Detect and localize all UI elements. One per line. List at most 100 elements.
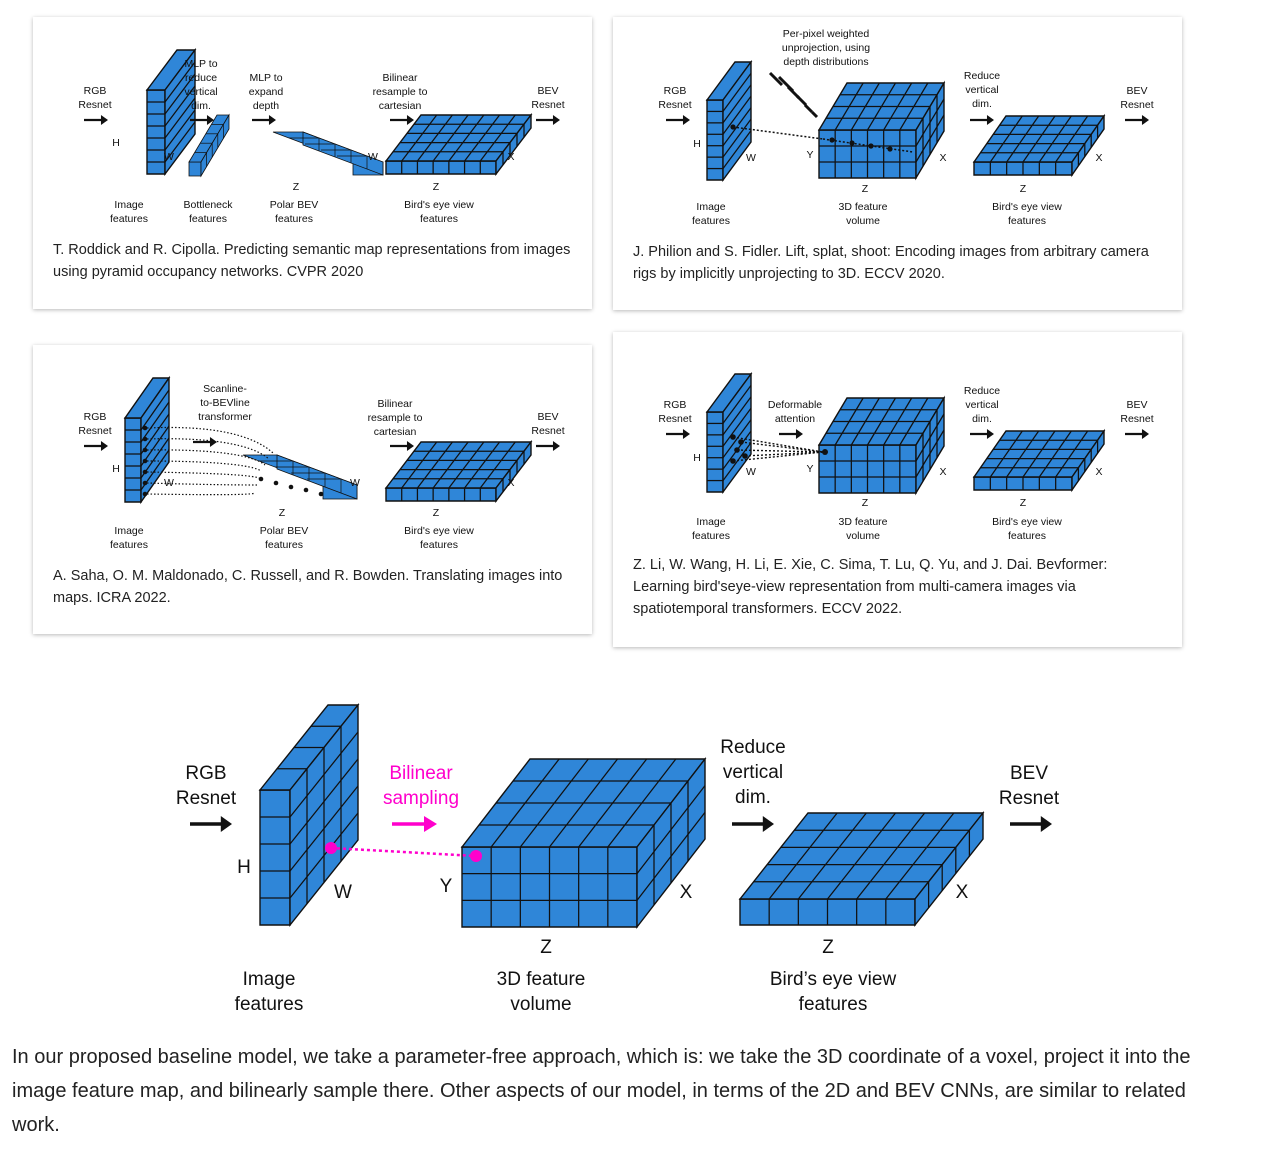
axis-w: W xyxy=(334,882,352,903)
label-bev: BEV xyxy=(537,411,558,423)
axis-z-bev: Z xyxy=(1020,497,1027,509)
axis-z-bev: Z xyxy=(822,937,834,958)
arrow-icon xyxy=(190,815,232,833)
axis-h: H xyxy=(693,452,701,464)
caption-bottleneck-2: features xyxy=(189,213,227,225)
axis-x: X xyxy=(507,151,514,163)
label-mlp-reduce-4: dim. xyxy=(191,100,211,112)
caption-feature-volume: 3D feature xyxy=(838,201,887,213)
description-paragraph: In our proposed baseline model, we take … xyxy=(12,1046,1191,1136)
proposed-baseline-diagram: RGB Resnet Bilinear sampling Reduce vert… xyxy=(176,703,1060,1015)
sample-point-image xyxy=(325,842,337,854)
card-philion: RGB Resnet Per-pixel weighted unprojecti… xyxy=(613,17,1182,310)
image-feature-block xyxy=(258,703,360,927)
axis-x-volume: X xyxy=(680,882,693,903)
label-bilinear-2: resample to xyxy=(368,412,423,424)
label-bev-resnet: Resnet xyxy=(1120,413,1153,425)
image-feature-block xyxy=(705,59,753,183)
caption-polar-bev: Polar BEV xyxy=(260,525,308,537)
caption-feature-volume-2: volume xyxy=(846,530,880,542)
diagram-saha: RGB Resnet Scanline- to-BEVline transfor… xyxy=(78,375,565,551)
label-reduce-3: dim. xyxy=(972,413,992,425)
label-bev: BEV xyxy=(537,85,558,97)
arrow-icon xyxy=(190,114,214,126)
caption-bev: Bird’s eye view xyxy=(770,969,897,990)
caption-image-features-2: features xyxy=(110,539,148,551)
axis-h: H xyxy=(237,857,251,878)
axis-w: W xyxy=(164,151,174,163)
bev-block xyxy=(972,428,1106,493)
label-mlp-expand: MLP to xyxy=(249,72,282,84)
citation-li: Z. Li, W. Wang, H. Li, E. Xie, C. Sima, … xyxy=(633,557,1108,617)
caption-polar-bev-2: features xyxy=(265,539,303,551)
caption-polar-bev: Polar BEV xyxy=(270,199,318,211)
label-mlp-reduce-3: vertical xyxy=(184,86,217,98)
axis-y: Y xyxy=(440,876,453,897)
label-reduce-2: vertical xyxy=(965,399,998,411)
polar-bev-block xyxy=(242,454,358,500)
arrow-icon xyxy=(84,114,108,126)
axis-h: H xyxy=(112,463,120,475)
bev-block xyxy=(738,810,985,928)
label-rgb: RGB xyxy=(664,399,687,411)
caption-image-features: Image xyxy=(243,969,296,990)
label-mlp-reduce-2: reduce xyxy=(185,72,217,84)
arrow-icon xyxy=(1125,428,1149,440)
axis-x: X xyxy=(507,477,514,489)
label-mlp-reduce: MLP to xyxy=(184,58,217,70)
arrow-icon xyxy=(536,440,560,452)
caption-image-features: Image xyxy=(114,525,143,537)
axis-w: W xyxy=(164,477,174,489)
label-sampling: sampling xyxy=(383,788,459,809)
axis-z-bev: Z xyxy=(433,507,440,519)
axis-x-volume: X xyxy=(939,466,946,478)
label-scanline-2: to-BEVline xyxy=(200,397,250,409)
caption-bev: Bird's eye view xyxy=(992,516,1062,528)
label-bilinear-3: cartesian xyxy=(374,426,417,438)
label-bev-resnet: Resnet xyxy=(1120,99,1153,111)
axis-z-volume: Z xyxy=(540,937,552,958)
label-scanline: Scanline- xyxy=(203,383,247,395)
axis-z-bev: Z xyxy=(433,181,440,193)
feature-volume-block xyxy=(460,756,707,930)
arrow-icon xyxy=(970,114,994,126)
axis-w: W xyxy=(746,466,756,478)
axis-w-polar: W xyxy=(350,477,360,489)
sampling-ray xyxy=(325,842,482,862)
arrow-icon xyxy=(536,114,560,126)
label-rgb: RGB xyxy=(185,763,226,784)
deformable-attention-dots xyxy=(730,434,828,464)
label-reduce: Reduce xyxy=(720,737,786,758)
caption-image-features: Image xyxy=(114,199,143,211)
bev-block xyxy=(384,112,533,177)
label-bilinear-3: cartesian xyxy=(379,100,422,112)
label-bev: BEV xyxy=(1010,763,1048,784)
label-resnet: Resnet xyxy=(78,425,111,437)
axis-z-polar: Z xyxy=(293,181,300,193)
axis-z-polar: Z xyxy=(279,507,286,519)
label-unprojection: Per-pixel weighted xyxy=(783,28,870,40)
label-unprojection-2: unprojection, using xyxy=(782,42,870,54)
scanline-rays xyxy=(146,426,274,496)
label-unprojection-3: depth distributions xyxy=(783,56,868,68)
label-bilinear: Bilinear xyxy=(382,72,418,84)
label-reduce-2: vertical xyxy=(965,84,998,96)
axis-y: Y xyxy=(806,463,813,475)
card-saha: RGB Resnet Scanline- to-BEVline transfor… xyxy=(33,345,592,634)
label-resnet: Resnet xyxy=(658,99,691,111)
caption-feature-volume-2: volume xyxy=(510,994,571,1015)
axis-h: H xyxy=(693,138,701,150)
diagram-philion: RGB Resnet Per-pixel weighted unprojecti… xyxy=(658,28,1153,227)
caption-bev-2: features xyxy=(1008,215,1046,227)
label-resnet: Resnet xyxy=(176,788,237,809)
caption-image-features-2: features xyxy=(692,215,730,227)
diagram-li: RGB Resnet Deformable attention Reduce v… xyxy=(658,371,1154,542)
arrow-icon xyxy=(779,428,803,440)
label-reduce-3: dim. xyxy=(972,98,992,110)
label-mlp-expand-2: expand xyxy=(249,86,284,98)
citation-philion: J. Philion and S. Fidler. Lift, splat, s… xyxy=(633,244,1149,282)
axis-w-polar: W xyxy=(368,151,378,163)
caption-feature-volume: 3D feature xyxy=(838,516,887,528)
label-resnet: Resnet xyxy=(78,99,111,111)
arrow-icon xyxy=(666,114,690,126)
